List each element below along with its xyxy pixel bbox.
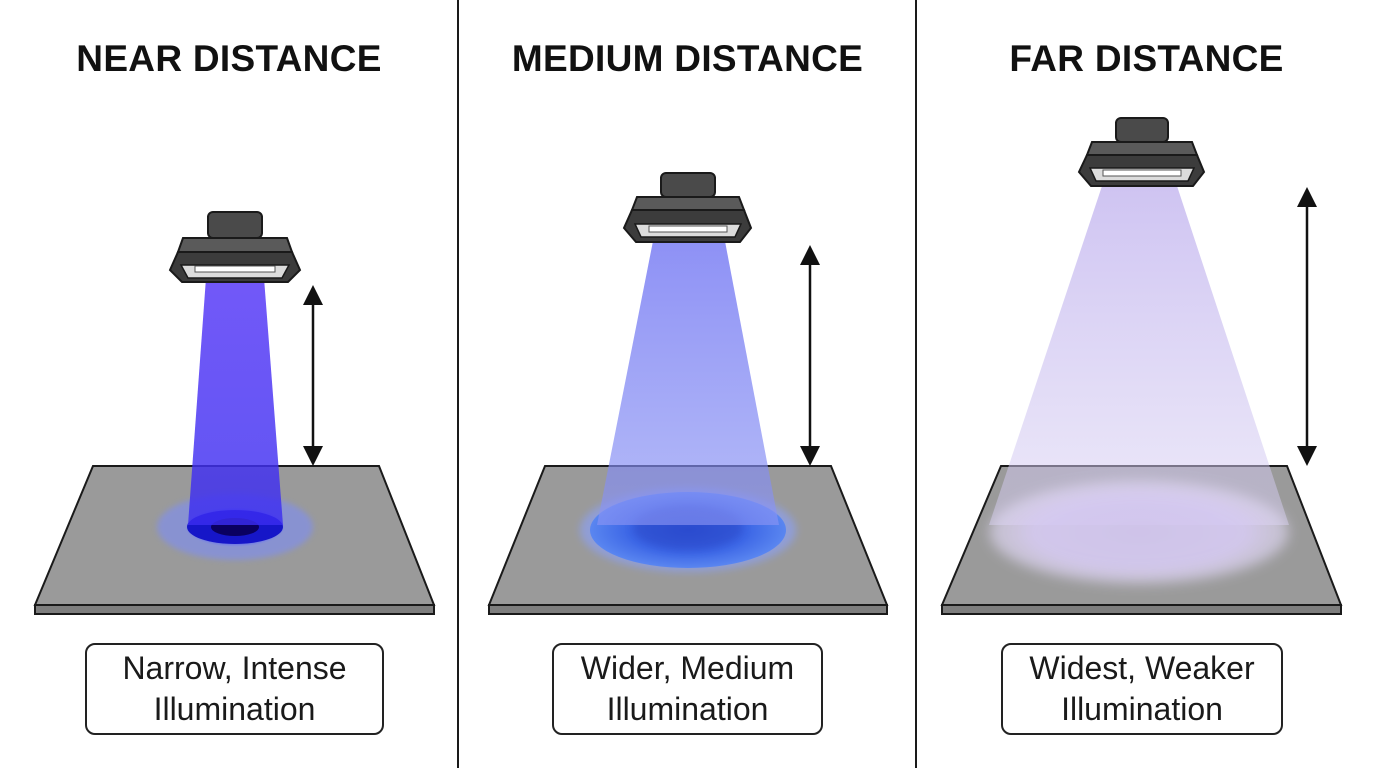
caption-line-1: Wider, Medium <box>580 650 795 686</box>
panel-medium-distance: MEDIUM DISTANCE <box>459 0 916 768</box>
distance-arrow <box>1297 187 1317 466</box>
panel-far-distance: FAR DISTANCE <box>917 0 1376 768</box>
distance-arrow <box>800 245 820 466</box>
far-distance-illustration <box>940 117 1343 615</box>
light-beam <box>989 186 1289 525</box>
light-spot <box>989 480 1289 584</box>
caption-box: Wider, Medium Illumination <box>552 643 823 735</box>
caption-line-1: Narrow, Intense <box>122 650 347 686</box>
light-beam <box>597 236 779 525</box>
lamp-icon <box>168 211 302 283</box>
caption-line-2: Illumination <box>153 691 316 727</box>
panel-near-distance: NEAR DISTANCE <box>0 0 458 768</box>
distance-arrow <box>303 285 323 466</box>
caption-box: Widest, Weaker Illumination <box>1001 643 1283 735</box>
panel-title: MEDIUM DISTANCE <box>511 38 864 79</box>
lamp-icon <box>1077 117 1206 187</box>
panel-divider <box>457 0 459 768</box>
caption-line-1: Widest, Weaker <box>1029 650 1255 686</box>
panel-title: FAR DISTANCE <box>1009 38 1284 79</box>
caption-line-2: Illumination <box>1061 691 1223 727</box>
near-distance-illustration <box>33 211 436 615</box>
medium-distance-illustration <box>487 172 889 615</box>
caption-box: Narrow, Intense Illumination <box>85 643 384 735</box>
light-beam <box>188 278 283 525</box>
lamp-icon <box>622 172 753 243</box>
caption-line-2: Illumination <box>606 691 769 727</box>
panel-title: NEAR DISTANCE <box>76 38 382 79</box>
panel-divider <box>915 0 917 768</box>
